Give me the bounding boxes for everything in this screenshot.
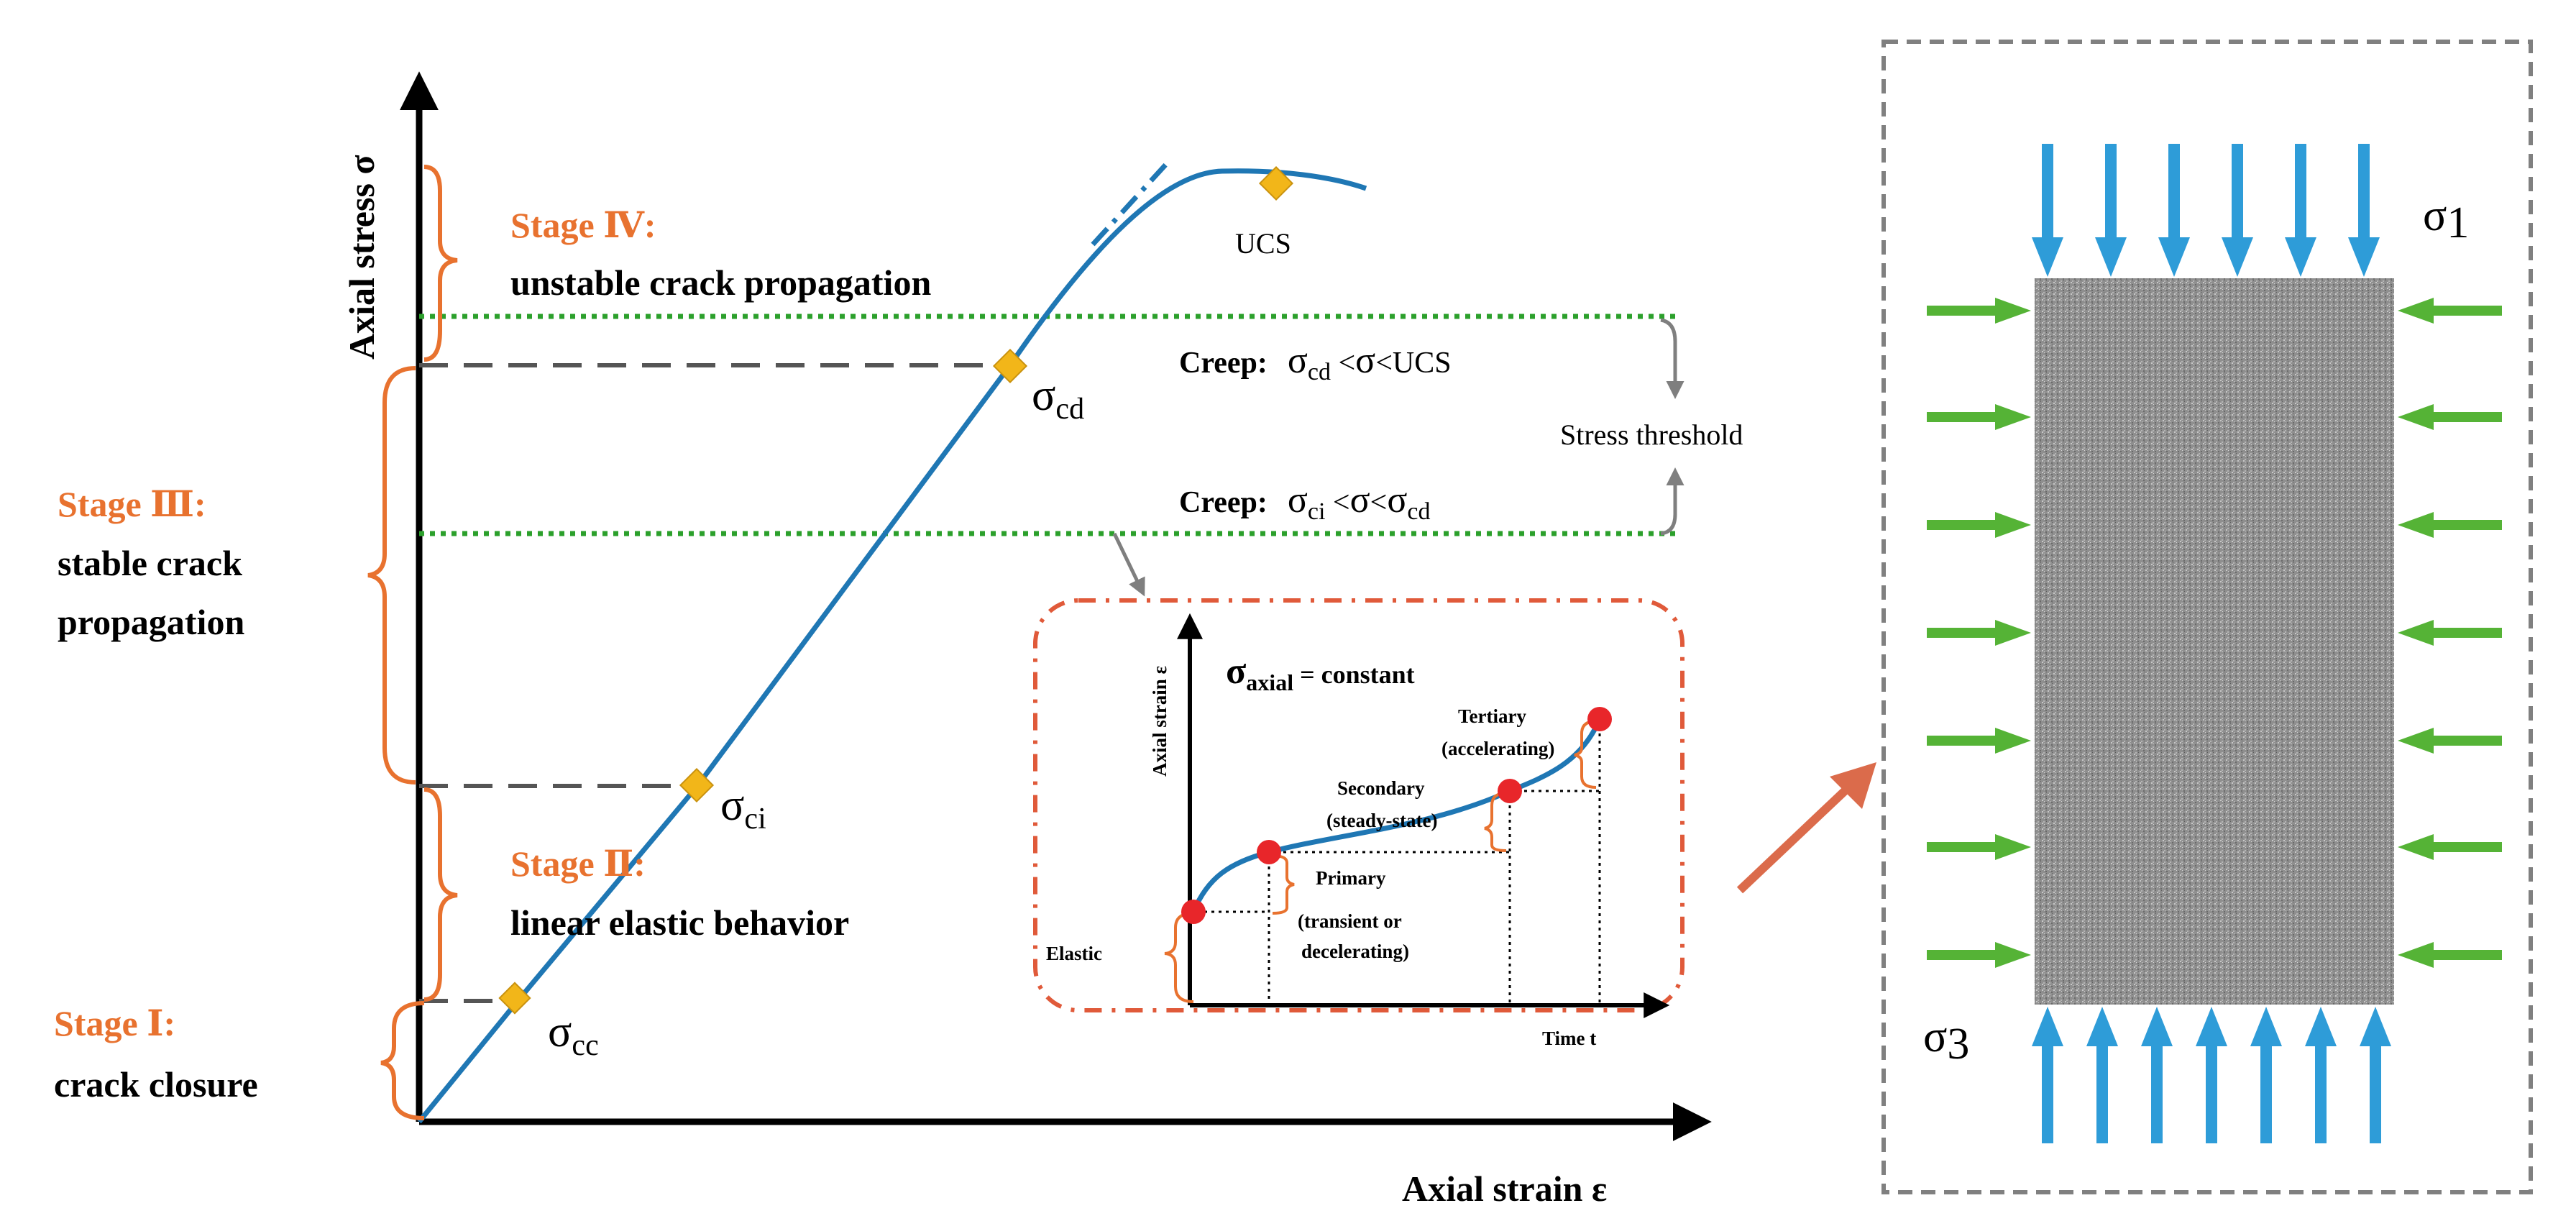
sigma-cd-label: σcd <box>1032 371 1084 426</box>
axial-arrow-top <box>2222 144 2253 277</box>
inset-title: σaxial = constant <box>1226 651 1415 695</box>
stress-strain-curve <box>417 160 1367 1124</box>
y-axis-label: Axial stress σ <box>342 155 382 360</box>
inset-label-primary-1: Primary <box>1316 867 1386 889</box>
big-arrow-shaft <box>1736 786 1850 894</box>
stage-3-title: Stage Ⅲ: <box>58 484 206 524</box>
stage-3-desc-line2: propagation <box>58 602 244 642</box>
axial-arrow-bottom <box>2305 1007 2337 1143</box>
ucs-label: UCS <box>1235 227 1291 260</box>
confining-arrow-right <box>2398 298 2502 324</box>
inset-label-secondary-2: (steady-state) <box>1326 810 1437 831</box>
brace-stage-2 <box>423 787 458 1002</box>
big-arrow <box>1736 762 1876 894</box>
confining-arrow-right <box>2398 728 2502 754</box>
specimen-panel: σ1 σ3 <box>1881 40 2533 1194</box>
stage-braces <box>367 165 458 1120</box>
confining-arrow-left <box>1927 728 2031 754</box>
confining-arrow-right <box>2398 942 2502 968</box>
sigma-3-label: σ3 <box>1923 1012 1969 1069</box>
sigma-ci-label: σci <box>720 781 766 836</box>
marker-ucs <box>1258 165 1294 201</box>
inset-y-label: Axial strain ε <box>1149 666 1170 777</box>
stage-1-title: Stage Ⅰ: <box>54 1003 175 1043</box>
axial-arrow-bottom <box>2141 1007 2173 1143</box>
inset-label-secondary-1: Secondary <box>1337 777 1425 799</box>
creep-upper-label: Creep:σcd <σ<UCS <box>1179 340 1452 385</box>
inset-label-primary-3: decelerating) <box>1301 941 1409 962</box>
confining-arrow-left <box>1927 298 2031 324</box>
stress-threshold-label: Stress threshold <box>1560 419 1743 451</box>
linear-extension <box>1091 160 1170 247</box>
brace-stage-4 <box>423 165 458 362</box>
axial-arrow-top <box>2095 144 2127 277</box>
inset-border <box>1033 598 1685 1012</box>
stage-2-title: Stage Ⅱ: <box>510 843 646 884</box>
confining-arrow-right <box>2398 834 2502 860</box>
inset-label-elastic: Elastic <box>1046 943 1102 964</box>
brace-stage-3 <box>367 366 416 785</box>
axial-arrow-bottom <box>2360 1007 2391 1143</box>
stage-3-desc-line1: stable crack <box>58 543 242 583</box>
axial-arrow-top <box>2285 144 2316 277</box>
point-secondary <box>1498 779 1522 803</box>
inset-label-tertiary-2: (accelerating) <box>1441 738 1554 759</box>
threshold-arrow-down <box>1660 318 1685 399</box>
point-elastic <box>1181 900 1206 924</box>
confining-arrow-left <box>1927 404 2031 430</box>
threshold-markers <box>498 165 1294 1015</box>
right-confining-arrows <box>2398 298 2502 968</box>
axial-arrow-top <box>2158 144 2190 277</box>
sigma-cc-label: σcc <box>548 1007 599 1062</box>
axial-arrow-bottom <box>2086 1007 2118 1143</box>
confining-arrow-left <box>1927 620 2031 646</box>
x-axis-label: Axial strain ε <box>1402 1169 1607 1209</box>
axial-arrow-top <box>2032 144 2063 277</box>
stage-4-title: Stage Ⅳ: <box>510 205 656 245</box>
inset-x-label: Time t <box>1542 1028 1596 1049</box>
marker-cc <box>498 982 531 1015</box>
big-arrow-head <box>1830 762 1876 809</box>
inset-points <box>1181 707 1612 924</box>
stage-1-desc: crack closure <box>54 1064 258 1105</box>
confining-arrow-left <box>1927 512 2031 538</box>
inset-guide-lines <box>1190 719 1601 1005</box>
bottom-axial-arrows <box>2032 1007 2391 1143</box>
axial-arrow-bottom <box>2196 1007 2227 1143</box>
creep-inset: Axial strain ε Time t σaxial = constant … <box>1033 598 1685 1049</box>
threshold-arrow-up <box>1660 467 1685 536</box>
axial-arrow-bottom <box>2032 1007 2063 1143</box>
axial-arrow-bottom <box>2250 1007 2282 1143</box>
stage-4-desc: unstable crack propagation <box>510 262 931 303</box>
confining-arrow-left <box>1927 834 2031 860</box>
confining-arrow-right <box>2398 404 2502 430</box>
marker-cd <box>992 348 1028 384</box>
top-axial-arrows <box>2032 144 2380 277</box>
specimen-panel-border <box>1881 40 2533 1194</box>
confining-arrow-right <box>2398 512 2502 538</box>
stress-threshold-arrows <box>1112 318 1685 597</box>
main-curve <box>417 168 1367 1124</box>
inset-label-tertiary-1: Tertiary <box>1458 705 1526 727</box>
stage-2-desc: linear elastic behavior <box>510 902 849 943</box>
rock-specimen <box>2035 278 2394 1005</box>
axial-arrow-top <box>2348 144 2380 277</box>
brace-stage-1 <box>380 1001 425 1120</box>
inset-label-primary-2: (transient or <box>1298 910 1402 932</box>
main-axes <box>400 71 1712 1141</box>
confining-arrow-right <box>2398 620 2502 646</box>
point-tertiary <box>1587 707 1612 731</box>
point-primary <box>1257 840 1281 864</box>
inset-pointer-arrow <box>1112 532 1145 597</box>
sigma-1-label: σ1 <box>2423 191 2469 247</box>
inset-creep-curve <box>1191 718 1603 913</box>
left-confining-arrows <box>1927 298 2031 968</box>
creep-lower-label: Creep:σci <σ<σcd <box>1179 480 1430 525</box>
confining-arrow-left <box>1927 942 2031 968</box>
marker-ci <box>679 767 715 803</box>
inset-braces <box>1164 720 1597 1003</box>
